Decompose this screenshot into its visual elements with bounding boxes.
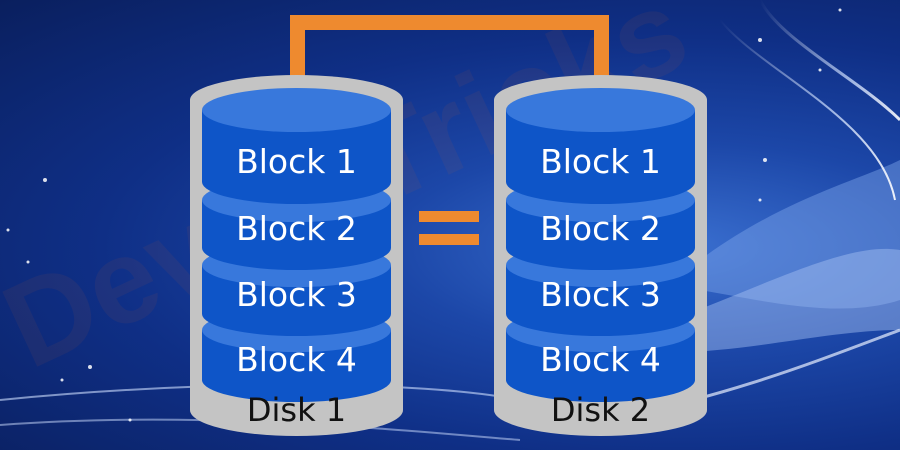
disk-1-label: Disk 1 bbox=[246, 391, 347, 429]
block-4-label: Block 4 bbox=[540, 340, 661, 379]
block-2-label: Block 2 bbox=[236, 209, 357, 248]
block-1-label: Block 1 bbox=[236, 142, 357, 181]
disk-2-cylinder bbox=[494, 75, 707, 437]
block-3-label: Block 3 bbox=[540, 275, 661, 314]
block-1-label: Block 1 bbox=[540, 142, 661, 181]
disk-1: Block 1 Block 2 Block 3 Block 4 Disk 1 bbox=[190, 0, 403, 450]
disk-2: Block 1 Block 2 Block 3 Block 4 Disk 2 bbox=[494, 0, 707, 450]
equals-bar-top bbox=[419, 211, 479, 222]
disk-2-label: Disk 2 bbox=[550, 391, 651, 429]
block-stack bbox=[202, 88, 391, 402]
connector-top-bar bbox=[290, 15, 609, 30]
block-4-label: Block 4 bbox=[236, 340, 357, 379]
disk-1-cylinder bbox=[190, 75, 403, 437]
block-3-label: Block 3 bbox=[236, 275, 357, 314]
block-2-label: Block 2 bbox=[540, 209, 661, 248]
block-stack bbox=[506, 88, 695, 402]
equals-bar-bottom bbox=[419, 234, 479, 245]
